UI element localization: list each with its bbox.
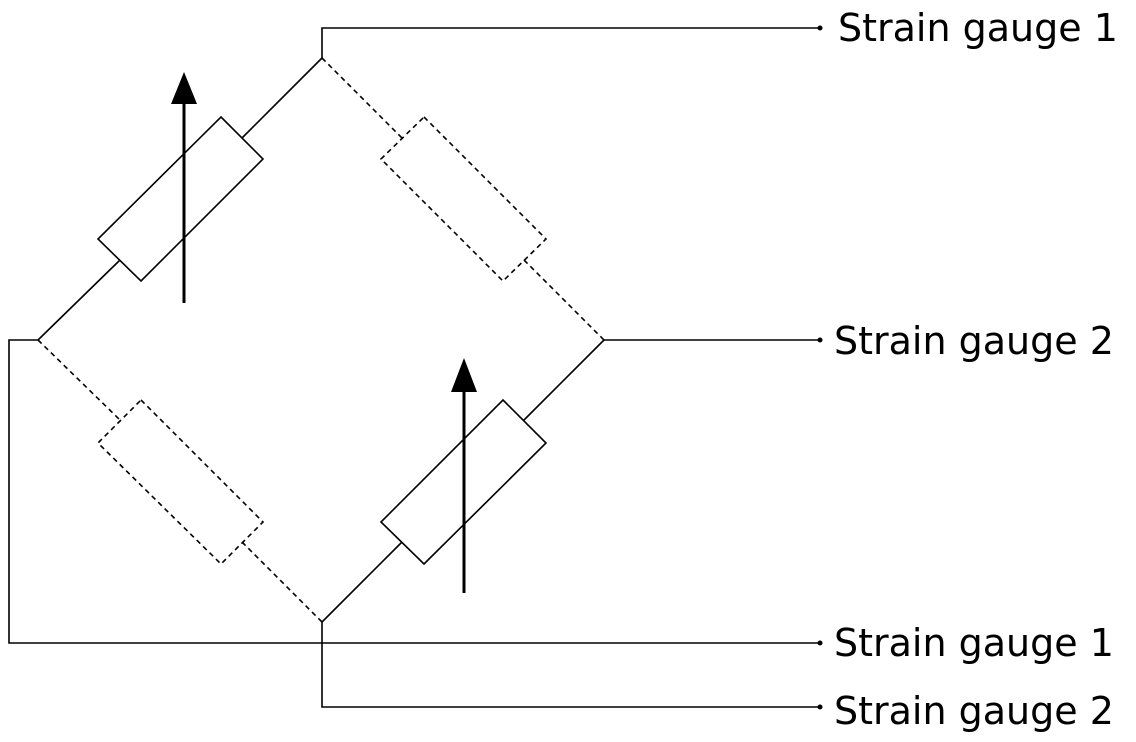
arm-bottom-right-wire-upper — [523, 339, 605, 421]
label-middle-strain-gauge-2: Strain gauge 2 — [834, 319, 1114, 363]
arm-top-right-wire-lower — [523, 259, 605, 341]
arm-bottom-right-wire-lower — [321, 541, 403, 623]
terminal-lower-right — [817, 640, 823, 646]
arm-bottom-left-wire-upper — [37, 339, 121, 421]
lead-bottom-node — [321, 622, 818, 708]
arm-top-right-wire-upper — [321, 57, 403, 139]
arm-top-left-wire-lower — [37, 259, 121, 341]
arm-bottom-left-wire-lower — [241, 541, 323, 623]
label-bottom-strain-gauge-2: Strain gauge 2 — [834, 689, 1114, 733]
dummy-resistor-top-right — [379, 115, 548, 283]
terminal-bottom-right — [817, 704, 823, 710]
terminal-top-right — [817, 25, 823, 31]
variable-arrow-2-head — [451, 358, 477, 392]
label-top-strain-gauge-1: Strain gauge 1 — [838, 6, 1118, 50]
active-strain-gauge-resistor-1 — [96, 115, 265, 283]
terminal-middle-right — [817, 337, 823, 343]
label-lower-strain-gauge-1: Strain gauge 1 — [834, 621, 1114, 665]
lead-top-node — [321, 27, 818, 58]
lead-left-node — [8, 339, 818, 644]
active-strain-gauge-resistor-2 — [379, 398, 548, 566]
arm-top-left-wire-upper — [241, 57, 323, 139]
variable-arrow-1-head — [171, 72, 197, 104]
dummy-resistor-bottom-left — [96, 398, 265, 566]
